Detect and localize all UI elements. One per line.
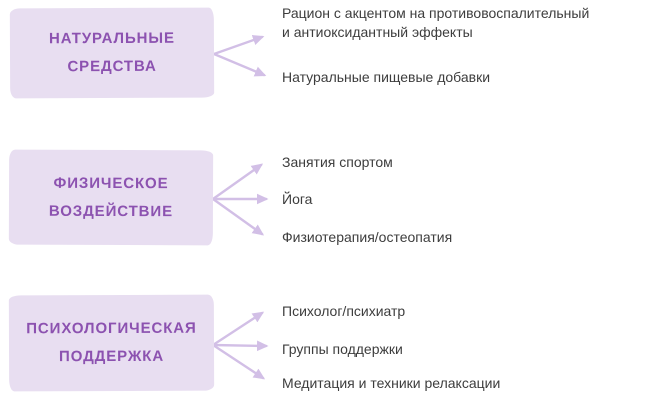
item-label-line: Группы поддержки <box>282 341 403 357</box>
item-label-line: Рацион с акцентом на противовоспалительн… <box>282 5 590 21</box>
arrow-physical-to-sport <box>211 163 264 201</box>
category-title-line: СРЕДСТВА <box>67 57 157 76</box>
item-label-supplements: Натуральные пищевые добавки <box>282 68 490 87</box>
category-box-psychological-support: ПСИХОЛОГИЧЕСКАЯ ПОДДЕРЖКА <box>8 294 215 392</box>
arrow-psych-to-psychologist <box>211 311 265 347</box>
item-label-physiotherapy: Физиотерапия/остеопатия <box>282 228 452 247</box>
category-title: НАТУРАЛЬНЫЕ СРЕДСТВА <box>49 25 175 82</box>
item-label-psychologist: Психолог/психиатр <box>282 302 405 321</box>
item-label-line: и антиоксидантный эффекты <box>282 24 473 40</box>
item-label-line: Йога <box>282 191 313 207</box>
item-label-sport: Занятия спортом <box>282 153 393 172</box>
item-label-line: Физиотерапия/остеопатия <box>282 229 453 245</box>
category-title: ПСИХОЛОГИЧЕСКАЯ ПОДДЕРЖКА <box>26 315 197 372</box>
category-title: ФИЗИЧЕСКОЕ ВОЗДЕЙСТВИЕ <box>49 169 173 225</box>
item-label-support-groups: Группы поддержки <box>282 340 403 359</box>
category-title-line: ПОДДЕРЖКА <box>58 347 165 366</box>
arrow-natural-to-diet <box>212 35 265 56</box>
item-label-yoga: Йога <box>282 190 312 209</box>
category-title-line: ВОЗДЕЙСТВИЕ <box>48 202 174 220</box>
item-label-line: Занятия спортом <box>282 154 393 170</box>
arrow-psych-to-meditation <box>211 343 266 380</box>
category-box-natural-remedies: НАТУРАЛЬНЫЕ СРЕДСТВА <box>9 7 215 99</box>
arrow-physical-to-physio <box>211 197 265 236</box>
item-label-meditation: Медитация и техники релаксации <box>282 374 500 393</box>
arrow-psych-to-groups <box>211 340 269 352</box>
category-title-line: ФИЗИЧЕСКОЕ <box>53 174 169 192</box>
item-label-line: Психолог/психиатр <box>282 303 406 319</box>
category-title-line: НАТУРАЛЬНЫЕ <box>48 29 175 48</box>
item-label-line: Медитация и техники релаксации <box>282 375 501 391</box>
arrow-natural-to-supplements <box>212 52 267 77</box>
category-box-physical-impact: ФИЗИЧЕСКОЕ ВОЗДЕЙСТВИЕ <box>8 149 214 246</box>
item-label-line: Натуральные пищевые добавки <box>282 69 491 85</box>
item-label-diet: Рацион с акцентом на противовоспалительн… <box>282 4 589 42</box>
category-title-line: ПСИХОЛОГИЧЕСКАЯ <box>26 319 197 338</box>
